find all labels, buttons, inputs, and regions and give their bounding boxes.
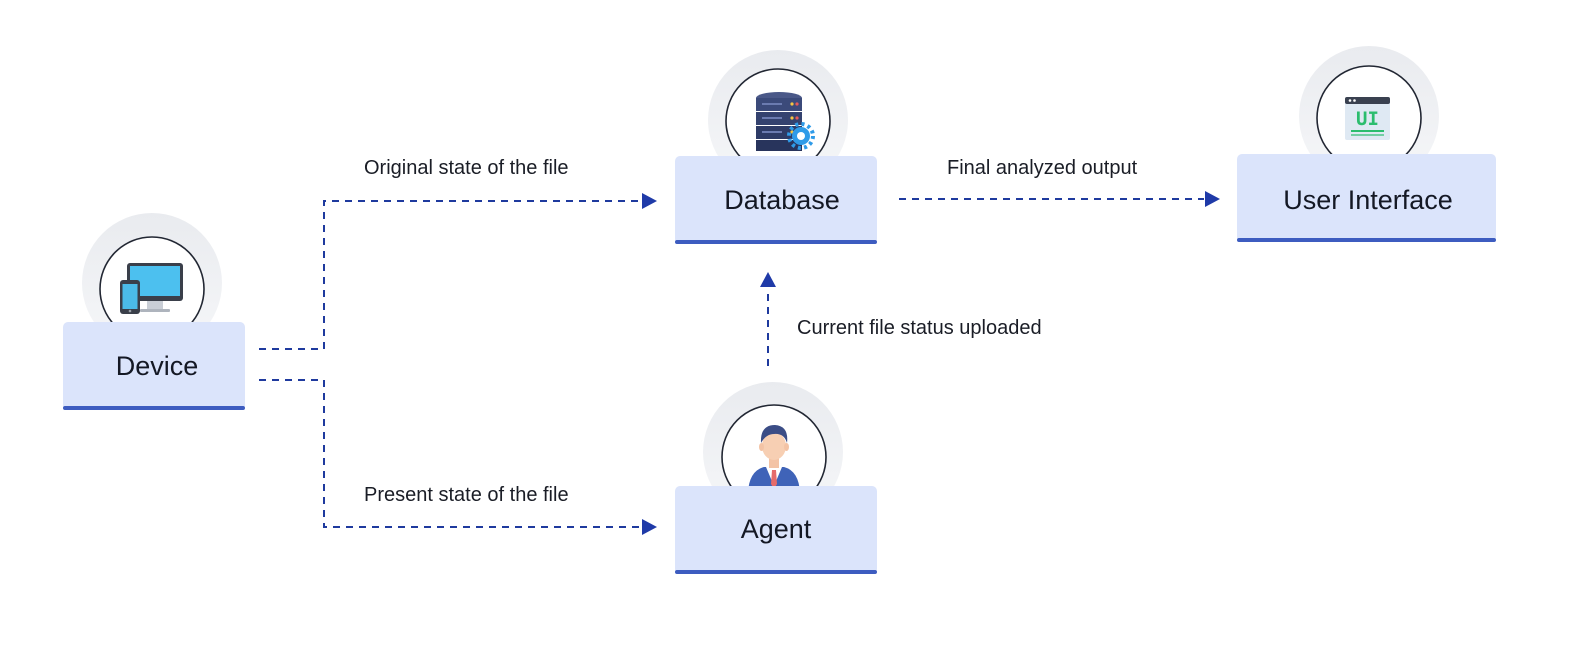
node-box [675, 156, 877, 244]
node-label-device: Device [116, 351, 199, 381]
node-box [675, 486, 877, 574]
node-accent-bar [63, 406, 245, 410]
ui-window-icon: UI [1345, 97, 1390, 140]
arrowhead-up-icon [760, 272, 776, 287]
arrowhead-right-icon [642, 193, 657, 209]
node-user-interface: UI User Interface [1237, 46, 1496, 242]
arrowhead-right-icon [1205, 191, 1220, 207]
node-database: Database [675, 50, 877, 244]
edge-label-original-state: Original state of the file [364, 157, 569, 179]
node-accent-bar [675, 240, 877, 244]
node-device: Device [63, 213, 245, 410]
edge-label-final-output: Final analyzed output [947, 157, 1138, 179]
node-label-database: Database [724, 185, 840, 215]
edge-agent-to-database [760, 272, 776, 366]
node-accent-bar [675, 570, 877, 574]
node-box [63, 322, 245, 410]
node-box [1237, 154, 1496, 242]
edge-label-present-state: Present state of the file [364, 484, 569, 506]
node-agent: Agent [675, 382, 877, 574]
node-label-user-interface: User Interface [1283, 185, 1453, 215]
node-accent-bar [1237, 238, 1496, 242]
edge-label-current-status: Current file status uploaded [797, 317, 1042, 339]
edge-device-to-agent [259, 379, 657, 535]
edge-device-to-database [259, 193, 657, 350]
edge-database-to-user-interface [899, 191, 1220, 207]
arrowhead-right-icon [642, 519, 657, 535]
node-label-agent: Agent [741, 514, 812, 544]
device-icon [120, 263, 183, 314]
ui-icon-text: UI [1356, 108, 1379, 130]
database-server-icon [756, 92, 815, 151]
